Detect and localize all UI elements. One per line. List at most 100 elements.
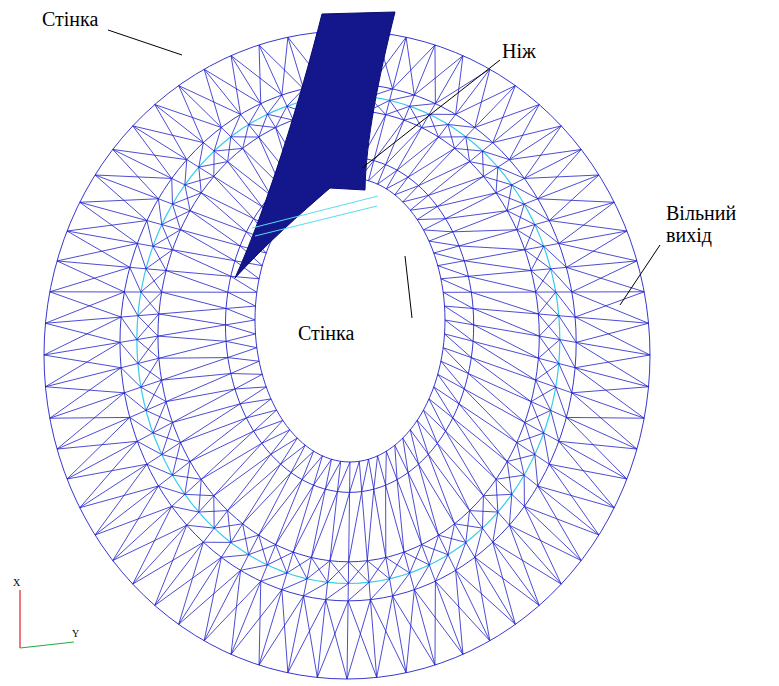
mesh-edge <box>44 342 120 355</box>
mesh-edge <box>146 269 162 292</box>
mesh-edge <box>417 420 428 454</box>
mesh-edge <box>536 292 556 293</box>
mesh-edge <box>166 374 231 402</box>
mesh-edge <box>536 269 551 292</box>
mesh-edge <box>559 441 627 479</box>
mesh-edge <box>455 524 483 528</box>
mesh-edge <box>538 149 581 198</box>
mesh-edge <box>282 37 288 95</box>
mesh-edge <box>524 475 538 486</box>
mesh-edge <box>551 269 572 292</box>
mesh-edge <box>575 368 644 418</box>
mesh-edge <box>438 266 469 277</box>
mesh-edge <box>57 417 130 449</box>
mesh-edge <box>549 202 614 220</box>
mesh-edge <box>317 600 325 678</box>
mesh-edge <box>95 175 158 199</box>
mesh-edge <box>422 545 448 555</box>
mesh-edge <box>147 221 162 225</box>
mesh-edge <box>203 542 230 543</box>
mesh-edge <box>473 341 538 358</box>
mesh-edge <box>549 464 614 507</box>
mesh-edge <box>113 486 159 561</box>
mesh-edge <box>393 596 407 673</box>
mesh-edge <box>281 438 298 464</box>
mesh-edge <box>456 570 463 654</box>
mesh-edge <box>113 149 187 159</box>
mesh-edge <box>524 126 561 179</box>
mesh-edge <box>214 151 227 162</box>
mesh-edge <box>410 206 437 210</box>
mesh-edge <box>137 441 161 454</box>
mesh-edge <box>180 230 240 246</box>
mesh-edge <box>386 451 397 479</box>
mesh-edge <box>572 387 649 393</box>
mesh-edge <box>259 45 261 104</box>
mesh-edge <box>517 204 524 230</box>
mesh-edge <box>304 596 318 678</box>
mesh-edge <box>429 565 435 581</box>
mesh-edge <box>159 308 226 313</box>
mesh-edge <box>556 292 575 317</box>
mesh-edge <box>213 496 214 528</box>
mesh-edge <box>172 494 185 506</box>
mesh-edge <box>453 230 517 232</box>
mesh-edge <box>328 561 330 583</box>
mesh-edge <box>566 417 627 479</box>
mesh-edge <box>466 137 470 162</box>
mesh-edge <box>228 292 256 306</box>
mesh-edge <box>386 557 390 578</box>
mesh-edge <box>304 582 328 596</box>
mesh-edge <box>226 341 257 347</box>
mesh-edge <box>226 306 255 308</box>
mesh-edge <box>575 317 650 355</box>
mesh-edge <box>171 178 173 204</box>
mesh-edge <box>535 455 538 486</box>
mesh-edge <box>276 485 314 544</box>
mesh-edge <box>158 199 161 225</box>
mesh-edge <box>435 56 463 104</box>
mesh-edge <box>390 89 393 100</box>
mesh-edge <box>304 579 307 596</box>
mesh-edge <box>525 422 535 454</box>
mesh-edge <box>162 443 181 455</box>
mesh-edge <box>448 555 456 571</box>
mesh-edge <box>374 489 386 557</box>
mesh-edge <box>137 340 159 359</box>
mesh-edge <box>137 243 153 246</box>
mesh-edge <box>576 323 648 342</box>
mesh-edge <box>203 528 214 542</box>
mesh-edge <box>267 552 293 565</box>
mesh-edge <box>390 579 393 596</box>
mesh-edge <box>141 271 166 292</box>
mesh-edge <box>559 243 637 260</box>
mesh-edge <box>243 524 249 555</box>
mesh-edge <box>153 230 181 247</box>
axis-label: X <box>13 577 20 588</box>
mesh-edge <box>466 511 470 543</box>
mesh-edge <box>576 342 648 386</box>
mesh-edge <box>455 148 483 151</box>
blade-shape <box>235 12 395 278</box>
mesh-edge <box>349 462 350 492</box>
mesh-edge <box>434 45 435 104</box>
mesh-edge <box>525 246 544 249</box>
mesh-edge <box>456 69 490 114</box>
mesh-edge <box>464 261 531 271</box>
mesh-edge <box>483 176 511 184</box>
mesh-edge <box>441 361 464 389</box>
mesh-edge <box>448 124 475 127</box>
mesh-edge <box>403 186 419 202</box>
mesh-edge <box>517 433 544 443</box>
mesh-edge <box>575 355 650 368</box>
mesh-edge <box>507 204 524 211</box>
mesh-edge <box>544 246 567 267</box>
mesh-edge <box>225 325 255 334</box>
mesh-edge <box>95 175 172 178</box>
mesh-edge <box>572 291 644 292</box>
mesh-edge <box>231 276 257 292</box>
mesh-edge <box>446 193 496 219</box>
mesh-edge <box>538 358 555 387</box>
mesh-edge <box>556 387 567 417</box>
mesh-edge <box>434 581 435 665</box>
